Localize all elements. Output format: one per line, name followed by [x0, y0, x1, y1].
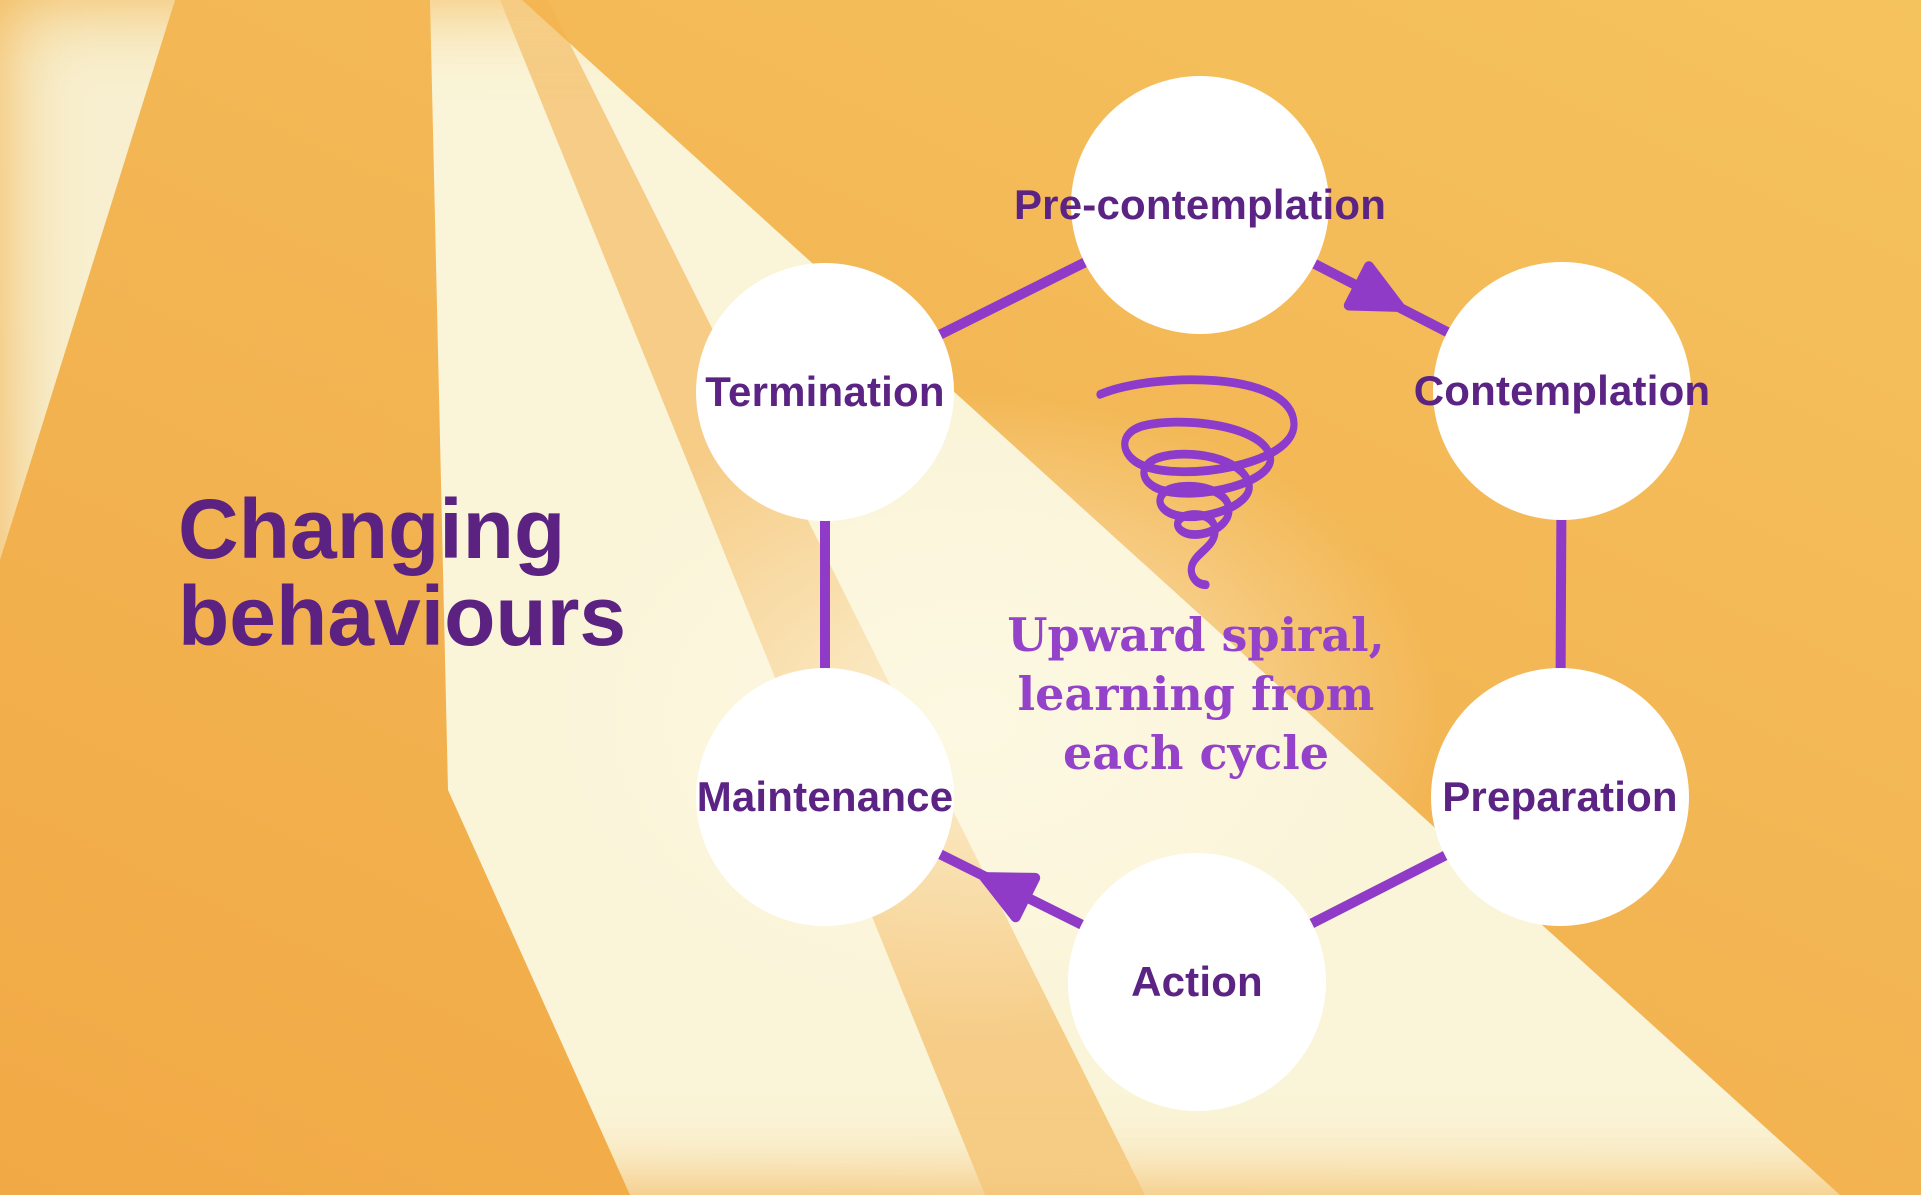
node-action: Action [1068, 853, 1326, 1111]
center-caption-line-3: each cycle [1062, 725, 1330, 780]
node-preparation: Preparation [1431, 668, 1689, 926]
center-caption: Upward spiral, learning from each cycle [1007, 606, 1384, 783]
node-maintenance: Maintenance [696, 668, 954, 926]
page-title-line-2: behaviours [178, 569, 627, 664]
center-caption-line-2: learning from [1017, 666, 1375, 721]
stage-label-pre-contemplation: Pre-contemplation [1013, 181, 1387, 228]
stage-label-termination: Termination [705, 368, 945, 415]
node-pre-contemplation: Pre-contemplation [1014, 76, 1386, 334]
arrowhead-to-maintenance [979, 872, 1041, 923]
stage-label-action: Action [1131, 958, 1263, 1005]
node-termination: Termination [696, 263, 954, 521]
upward-spiral-icon [1096, 375, 1298, 590]
arrowhead-to-contemplation [1343, 261, 1405, 312]
page-title: Changing behaviours [178, 482, 627, 664]
node-contemplation: Contemplation [1414, 262, 1710, 520]
stage-label-contemplation: Contemplation [1413, 367, 1711, 414]
stage-label-maintenance: Maintenance [696, 773, 954, 820]
page-title-line-1: Changing [178, 482, 566, 576]
center-caption-line-1: Upward spiral, [1007, 608, 1385, 662]
stage-label-preparation: Preparation [1442, 773, 1678, 820]
